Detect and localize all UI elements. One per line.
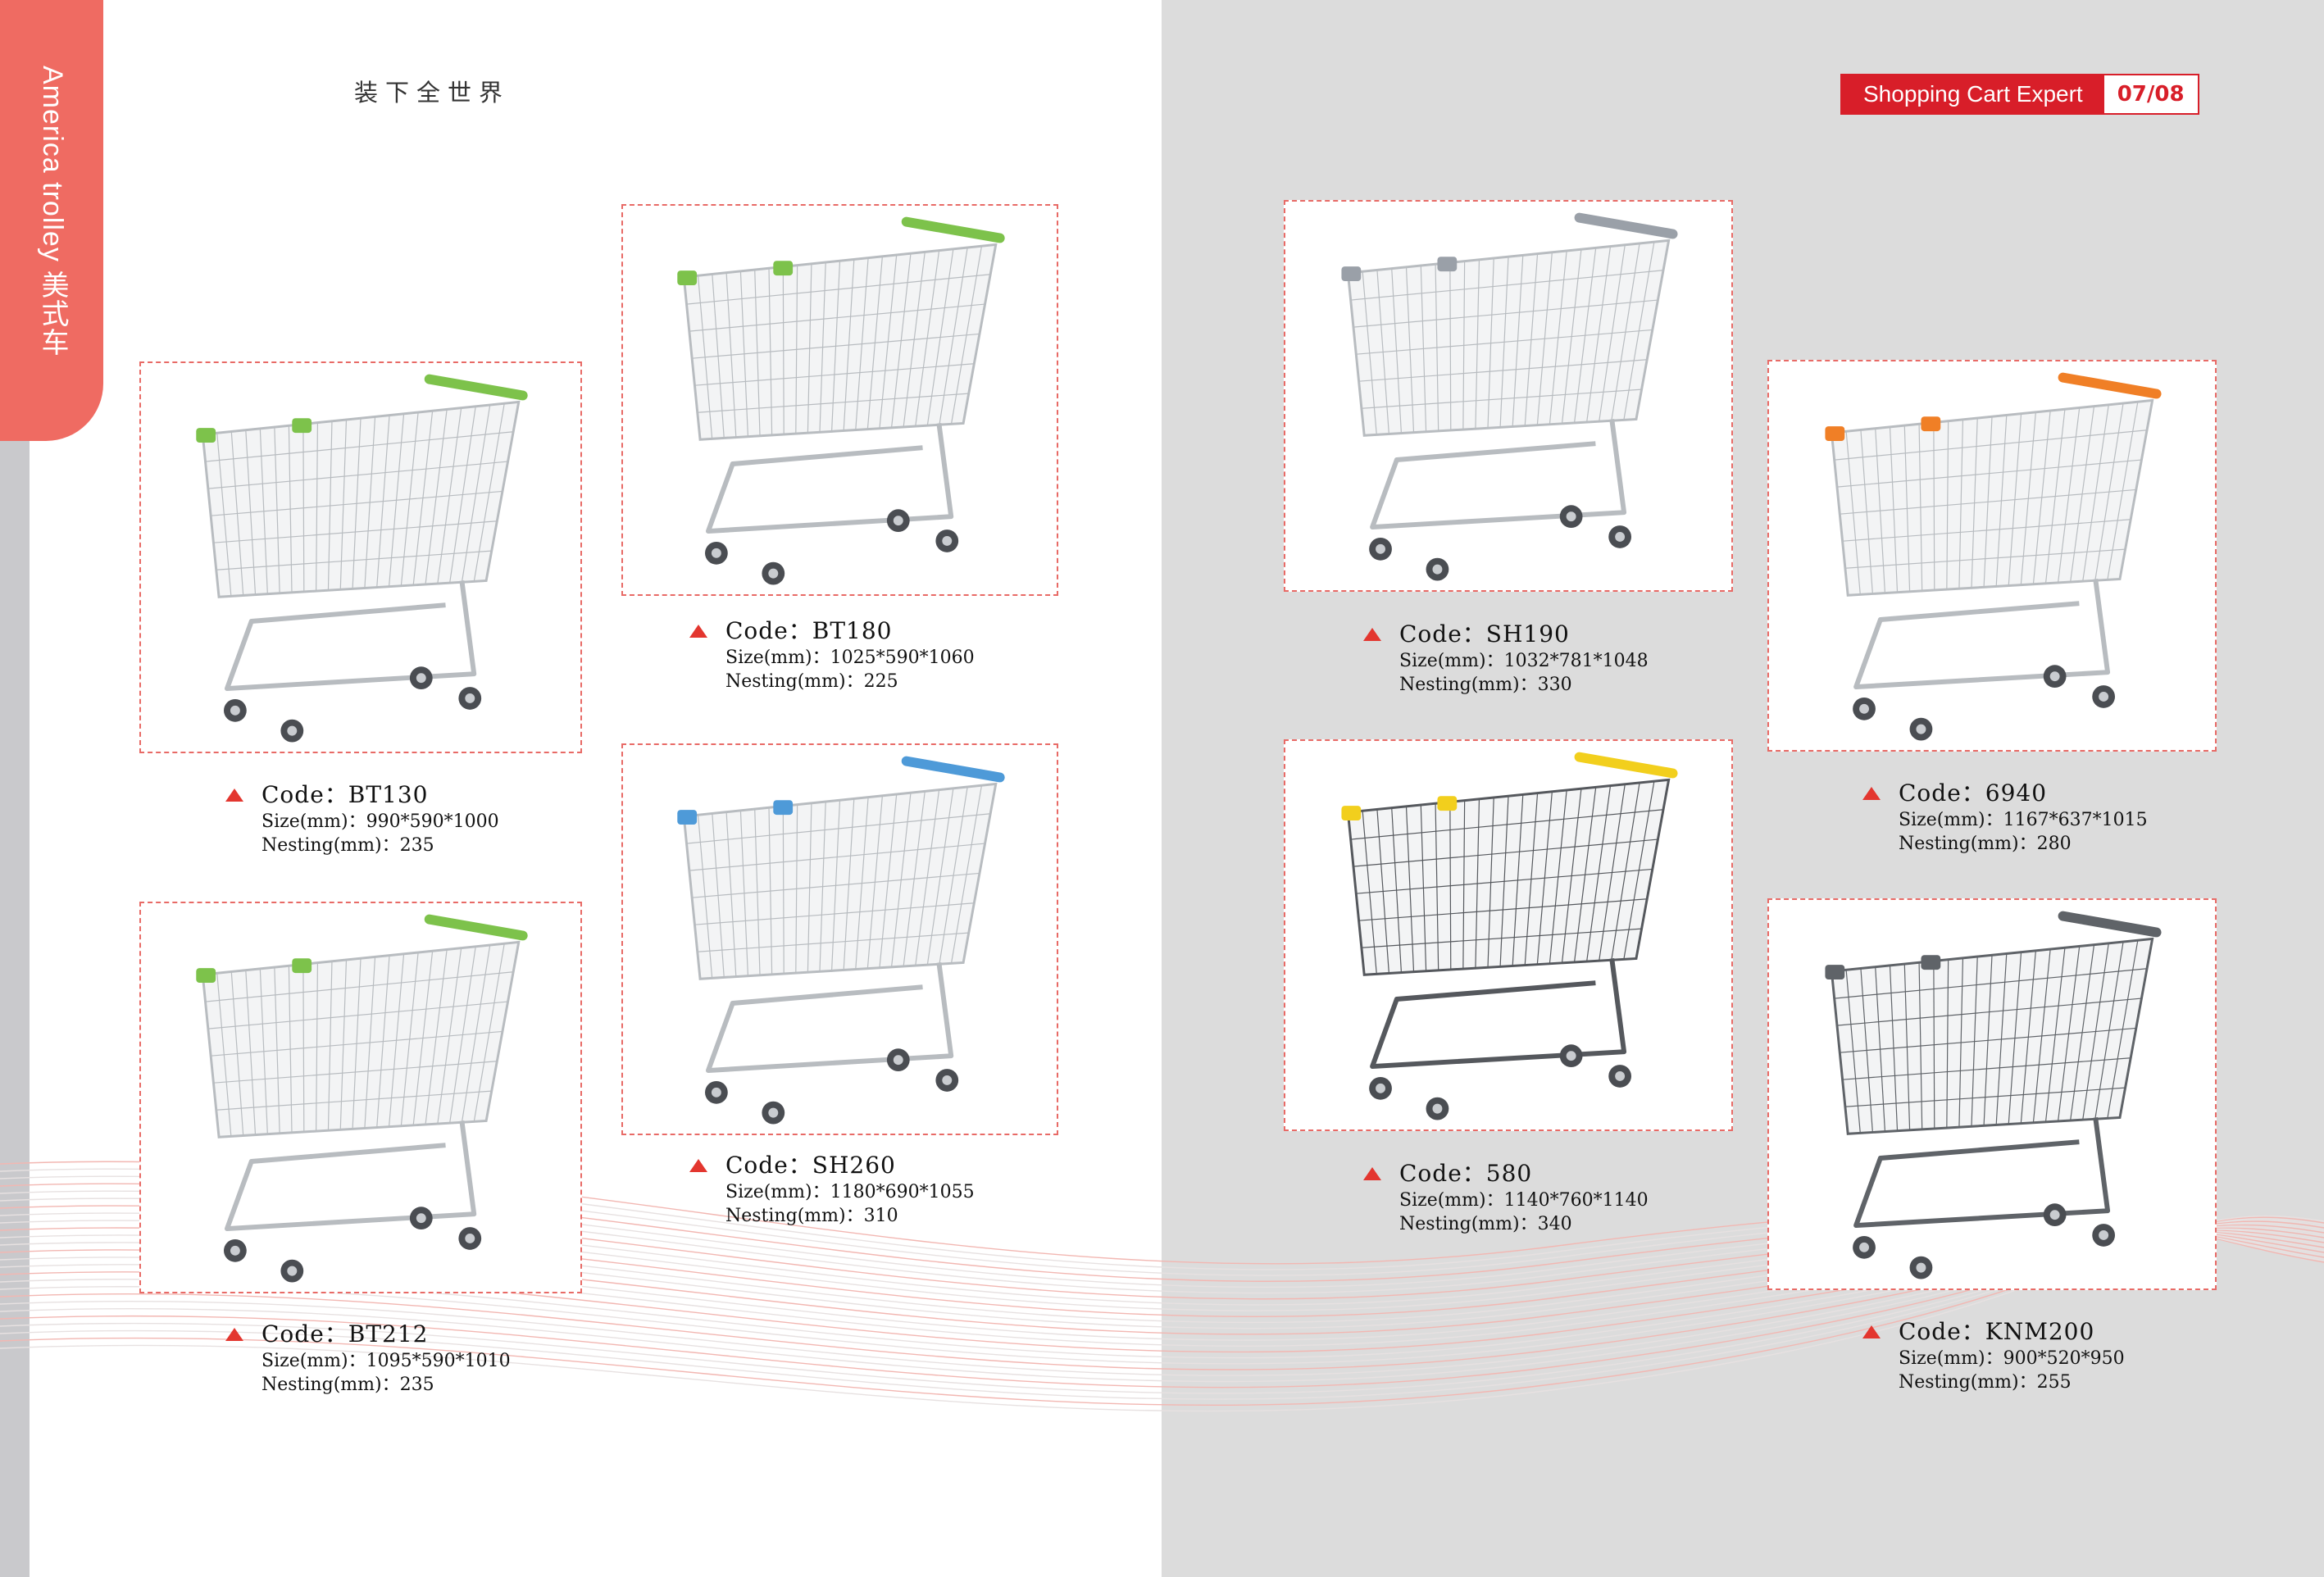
bullet-triangle-icon [1862,1325,1881,1338]
product-card-sh260 [621,743,1058,1135]
product-caption-6940: Code：6940 Size(mm)：1167*637*1015 Nesting… [1862,779,2148,856]
shopping-cart-image [1341,212,1678,581]
product-caption-sh190: Code：SH190 Size(mm)：1032*781*1048 Nestin… [1363,620,1649,697]
product-nesting: Nesting(mm)：235 [262,1375,434,1395]
bullet-triangle-icon [225,788,243,802]
bullet-triangle-icon [689,625,707,638]
bullet-triangle-icon [1363,628,1381,641]
product-caption-sh260: Code：SH260 Size(mm)：1180*690*1055 Nestin… [689,1151,975,1228]
shopping-cart-image [1341,752,1678,1120]
product-nesting: Nesting(mm)：310 [725,1206,898,1226]
product-caption-580: Code：580 Size(mm)：1140*760*1140 Nesting(… [1363,1159,1649,1236]
product-nesting: Nesting(mm)：330 [1399,675,1572,695]
product-code: Code：6940 [1899,779,2048,807]
product-nesting: Nesting(mm)：340 [1399,1214,1572,1234]
product-nesting: Nesting(mm)：280 [1899,834,2072,854]
product-size: Size(mm)：1095*590*1010 [262,1351,511,1371]
product-nesting: Nesting(mm)：235 [262,835,434,856]
bullet-triangle-icon [225,1328,243,1341]
brand-header: Shopping Cart Expert 07/08 [1840,74,2199,115]
shopping-cart-image [196,914,528,1283]
shopping-cart-image [1825,372,2162,741]
product-caption-knm200: Code：KNM200 Size(mm)：900*520*950 Nesting… [1862,1317,2125,1394]
section-side-tab: America trolley 美式车 [0,0,103,441]
product-caption-bt180: Code：BT180 Size(mm)：1025*590*1060 Nestin… [689,616,975,693]
shopping-cart-image [1825,911,2162,1279]
brand-name: Shopping Cart Expert [1842,75,2104,113]
product-code: Code：BT180 [725,617,893,644]
product-code: Code：BT212 [262,1320,429,1347]
shopping-cart-image [196,374,528,743]
product-caption-bt212: Code：BT212 Size(mm)：1095*590*1010 Nestin… [225,1320,511,1397]
product-code: Code：KNM200 [1899,1318,2095,1345]
section-side-tab-label: America trolley 美式车 [37,66,68,357]
product-card-580 [1284,739,1733,1131]
product-code: Code：580 [1399,1160,1533,1187]
product-size: Size(mm)：1140*760*1140 [1399,1190,1649,1211]
bullet-triangle-icon [689,1159,707,1172]
product-card-bt130 [139,361,582,753]
product-caption-bt130: Code：BT130 Size(mm)：990*590*1000 Nesting… [225,780,499,857]
product-card-bt180 [621,204,1058,596]
product-size: Size(mm)：1180*690*1055 [725,1182,975,1202]
page-number: 07/08 [2117,82,2185,107]
shopping-cart-image [677,216,1005,585]
product-size: Size(mm)：1032*781*1048 [1399,651,1649,671]
product-size: Size(mm)：1167*637*1015 [1899,810,2148,830]
product-card-bt212 [139,902,582,1293]
product-card-6940 [1767,360,2217,752]
product-nesting: Nesting(mm)：225 [725,671,898,692]
bullet-triangle-icon [1862,787,1881,800]
product-code: Code：SH260 [725,1152,896,1179]
product-code: Code：SH190 [1399,620,1570,648]
product-card-sh190 [1284,200,1733,592]
shopping-cart-image [677,756,1005,1125]
product-size: Size(mm)：900*520*950 [1899,1348,2125,1369]
product-nesting: Nesting(mm)：255 [1899,1372,2072,1393]
product-card-knm200 [1767,898,2217,1290]
slogan: 装下全世界 [354,79,511,107]
product-size: Size(mm)：1025*590*1060 [725,648,975,668]
bullet-triangle-icon [1363,1167,1381,1180]
product-size: Size(mm)：990*590*1000 [262,811,499,832]
product-code: Code：BT130 [262,781,429,808]
